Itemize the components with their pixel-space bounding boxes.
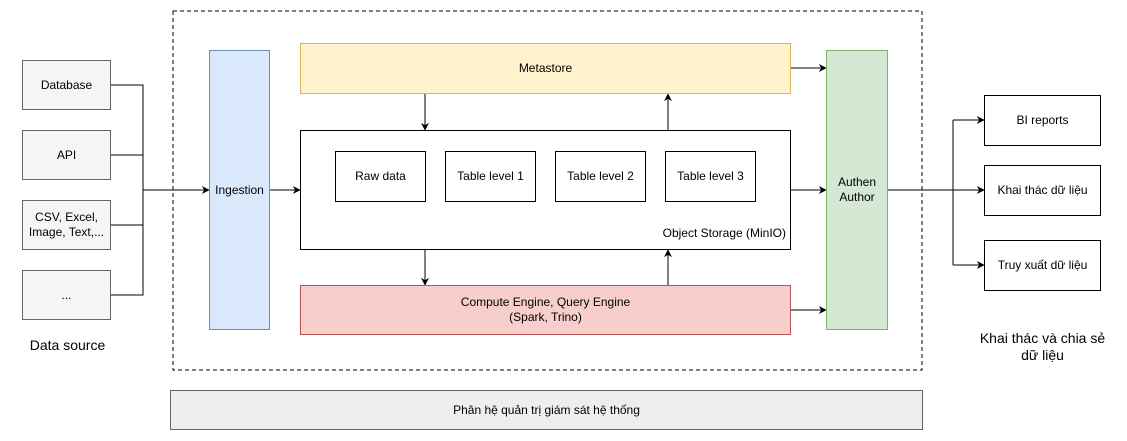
compute-engine-label: Compute Engine, Query Engine (Spark, Tri… (460, 295, 631, 324)
source-api-label: API (56, 147, 77, 162)
layer-table-level-2-label: Table level 2 (567, 169, 634, 183)
data-source-title: Data source (29, 337, 106, 353)
compute-engine-box: Compute Engine, Query Engine (Spark, Tri… (300, 285, 791, 335)
layer-table-level-3: Table level 3 (665, 151, 756, 202)
auth-box: Authen Author (826, 50, 888, 330)
monitoring-label: Phân hệ quản trị giám sát hệ thống (453, 402, 640, 417)
ingestion-label: Ingestion (215, 182, 264, 197)
source-connectors (111, 84, 210, 296)
output-data-exploitation: Khai thác dữ liệu (984, 165, 1101, 216)
layer-raw-data-label: Raw data (355, 169, 406, 183)
outputs-title: Khai thác và chia sẻ dữ liệu (979, 330, 1106, 363)
output-bi-reports-label: BI reports (1016, 113, 1069, 127)
output-bi-reports: BI reports (984, 95, 1101, 146)
ingestion-box: Ingestion (209, 50, 270, 330)
output-connectors (888, 116, 985, 269)
layer-raw-data: Raw data (335, 151, 426, 202)
layer-table-level-1-label: Table level 1 (457, 169, 524, 183)
metastore-label: Metastore (518, 61, 573, 75)
layer-table-level-1: Table level 1 (445, 151, 536, 202)
output-data-retrieval-label: Truy xuất dữ liệu (997, 258, 1088, 272)
source-other: ... (22, 270, 111, 320)
source-other-label: ... (61, 287, 72, 302)
platform-boundary (172, 10, 923, 371)
output-data-retrieval: Truy xuất dữ liệu (984, 240, 1101, 291)
auth-label: Authen Author (837, 175, 877, 204)
monitoring-box: Phân hệ quản trị giám sát hệ thống (170, 390, 923, 430)
layer-table-level-2: Table level 2 (555, 151, 646, 202)
source-database: Database (22, 60, 111, 110)
object-storage-label: Object Storage (MinIO) (662, 226, 786, 240)
source-files: CSV, Excel, Image, Text,... (22, 200, 111, 250)
layer-table-level-3-label: Table level 3 (677, 169, 744, 183)
output-data-exploitation-label: Khai thác dữ liệu (997, 183, 1088, 197)
source-api: API (22, 130, 111, 180)
metastore-box: Metastore (300, 43, 791, 94)
source-files-label: CSV, Excel, Image, Text,... (28, 210, 105, 239)
object-storage-box: Raw data Table level 1 Table level 2 Tab… (300, 130, 791, 250)
source-database-label: Database (40, 77, 93, 92)
